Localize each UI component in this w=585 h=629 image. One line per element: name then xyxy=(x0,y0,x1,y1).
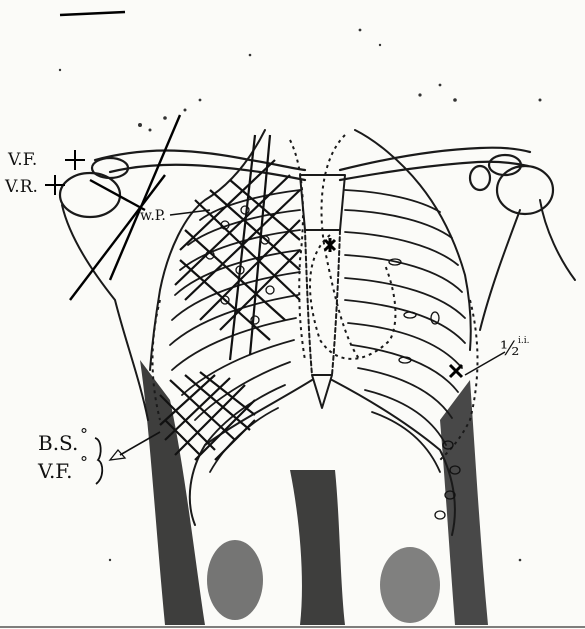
right-lower-smudge xyxy=(380,547,440,623)
left-costal-margin xyxy=(190,380,312,525)
right-torso-edge xyxy=(540,200,575,280)
brace xyxy=(95,438,102,484)
vf-plus-mark xyxy=(65,150,85,170)
right-coracoid xyxy=(470,166,490,190)
sternal-body xyxy=(305,230,340,375)
right-flank-shadow xyxy=(440,380,488,625)
left-clavicle-lower xyxy=(110,165,305,180)
vr-plus-mark xyxy=(45,175,65,195)
top-short-line xyxy=(60,12,125,15)
spine-shadow xyxy=(290,470,345,625)
half-suffix-label: i.i. xyxy=(518,336,530,346)
right-asterisk xyxy=(450,365,462,377)
vf-bottom-label: V.F. xyxy=(37,459,72,483)
vr-top-label: V.R. xyxy=(4,177,38,197)
bs-label: B.S. xyxy=(38,431,78,455)
half-label: ½ xyxy=(500,336,519,360)
upper-asterisk xyxy=(325,238,335,252)
left-acromion xyxy=(92,158,128,178)
left-flank-shadow xyxy=(140,360,205,625)
bs-degree: ° xyxy=(80,425,88,444)
half-pointer xyxy=(465,352,505,375)
xiphoid xyxy=(312,375,332,408)
right-humeral-head xyxy=(497,166,553,214)
vf-top-label: V.F. xyxy=(7,150,37,170)
left-ribs xyxy=(170,190,300,472)
sternum xyxy=(300,175,345,408)
wp-label: w.P. xyxy=(140,208,166,224)
clavicles xyxy=(60,148,553,217)
left-lower-smudge xyxy=(207,540,263,620)
right-arm-edge xyxy=(480,210,520,330)
vf-bottom-degree: ° xyxy=(80,453,88,472)
bs-arrowhead xyxy=(110,450,125,460)
left-torso-edge xyxy=(62,205,148,420)
heart-outline xyxy=(310,235,395,359)
torso-outline xyxy=(62,200,575,420)
left-humeral-head xyxy=(60,173,120,217)
